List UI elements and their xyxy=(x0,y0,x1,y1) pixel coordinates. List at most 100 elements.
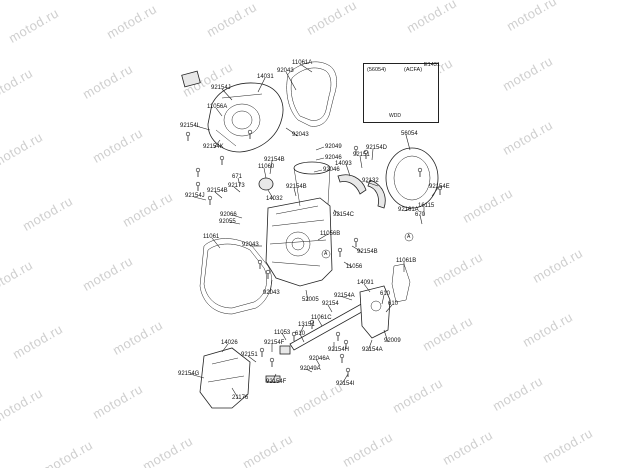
part-number-label: 92043 xyxy=(292,132,309,138)
leader-line xyxy=(419,214,423,225)
leader-line xyxy=(359,155,363,169)
part-number-label: 92066 xyxy=(220,212,237,218)
oil-seal xyxy=(258,177,274,191)
part-number-label: 92049 xyxy=(325,144,342,150)
leader-line xyxy=(299,63,313,73)
leader-line xyxy=(231,214,243,219)
bolt xyxy=(207,195,213,205)
leader-line xyxy=(285,127,299,137)
leader-line xyxy=(363,283,371,293)
detail-inset-box: (56054) (ACFA) WDD xyxy=(363,63,439,123)
ref-circle-2 xyxy=(404,232,414,242)
leader-line xyxy=(403,207,413,212)
part-number-label: 92154E xyxy=(429,184,450,190)
leader-line xyxy=(305,289,309,302)
ref-marker: A xyxy=(407,234,411,240)
diagram-code: E1431 xyxy=(424,62,440,68)
part-number-label: 92154K xyxy=(203,144,224,150)
part-number-label: 14032 xyxy=(266,196,283,202)
part-number-label: 11056 xyxy=(346,264,363,270)
part-number-label: 56054 xyxy=(401,131,418,137)
part-number-label: 14031 xyxy=(257,74,274,80)
leader-line xyxy=(305,368,313,373)
leader-line xyxy=(317,318,323,327)
ref-circle-1 xyxy=(321,249,331,259)
part-number-label: 11061B xyxy=(396,258,417,264)
leader-line xyxy=(263,167,267,179)
leader-line xyxy=(345,163,351,177)
bolt xyxy=(185,131,191,141)
leader-line xyxy=(285,71,297,91)
bolt xyxy=(269,357,275,367)
part-number-label: 92154J xyxy=(211,85,231,91)
leader-line xyxy=(189,373,205,379)
leader-line xyxy=(317,233,329,241)
bolt xyxy=(417,167,423,177)
inset-note: WDD xyxy=(389,113,401,119)
bolt xyxy=(353,145,359,155)
part-number-label: 92173 xyxy=(228,183,245,189)
leader-line xyxy=(315,146,325,151)
bolt xyxy=(343,339,349,349)
leader-line xyxy=(193,196,207,201)
part-number-label: 92154B xyxy=(357,249,378,255)
part-number-label: 92154C xyxy=(333,212,355,218)
part-number-label: 92055 xyxy=(219,219,236,225)
bolt xyxy=(437,185,443,195)
cover-small xyxy=(359,285,391,339)
part-number-label: 92154A xyxy=(334,293,355,299)
part-number-label: 92046 xyxy=(325,155,342,161)
leader-line xyxy=(383,329,389,343)
part-number-label: 52005 xyxy=(302,297,319,303)
leader-line xyxy=(299,333,305,343)
part-number-label: 14091 xyxy=(357,280,374,286)
leader-line xyxy=(221,88,233,101)
caution-plate xyxy=(181,70,201,88)
leader-line xyxy=(341,373,349,385)
part-number-label: 11056A xyxy=(207,104,228,110)
part-number-label: 13151 xyxy=(298,322,315,328)
part-number-label: 92154B xyxy=(264,157,285,163)
part-number-label: 92154D xyxy=(366,145,388,151)
part-number-label: 92043 xyxy=(263,290,280,296)
part-number-label: 92151 xyxy=(353,152,370,158)
sprocket-cover xyxy=(199,347,251,409)
bolt xyxy=(291,331,297,341)
leader-line xyxy=(385,304,393,313)
leader-line xyxy=(214,191,223,199)
leader-line xyxy=(333,209,341,216)
part-number-label: 92049A xyxy=(300,366,321,372)
part-number-label: 11060 xyxy=(258,164,275,170)
part-number-label: 92154J xyxy=(185,193,205,199)
part-number-label: 92154I xyxy=(336,381,355,387)
part-number-label: 92161A xyxy=(398,207,419,213)
bolt xyxy=(195,167,201,177)
bolt xyxy=(259,347,265,357)
part-number-label: 92132 xyxy=(362,178,379,184)
leader-line xyxy=(213,139,221,149)
leader-line xyxy=(405,134,411,151)
leader-line xyxy=(431,187,439,197)
gasket-upper xyxy=(286,61,337,127)
leader-line xyxy=(267,189,275,201)
part-number-label: 14026 xyxy=(221,340,238,346)
leader-line xyxy=(269,160,273,175)
part-number-label: 92154B xyxy=(286,184,307,190)
part-number-label: 14093 xyxy=(335,161,352,167)
bolt xyxy=(339,353,345,363)
bolt xyxy=(309,319,315,329)
part-number-label: 92154L xyxy=(180,123,201,129)
leader-line xyxy=(271,373,277,383)
leader-line xyxy=(293,187,297,197)
cover-upper xyxy=(207,82,284,153)
leader-line xyxy=(237,177,241,187)
inset-code-right: (ACFA) xyxy=(404,67,423,73)
part-number-label: 11061 xyxy=(203,234,220,240)
part-number-label: 610 xyxy=(388,301,399,307)
leader-line xyxy=(299,324,305,335)
part-number-label: 11056B xyxy=(320,231,341,237)
part-number-label: 11061A xyxy=(292,60,313,66)
part-number-label: 671 xyxy=(232,174,243,180)
